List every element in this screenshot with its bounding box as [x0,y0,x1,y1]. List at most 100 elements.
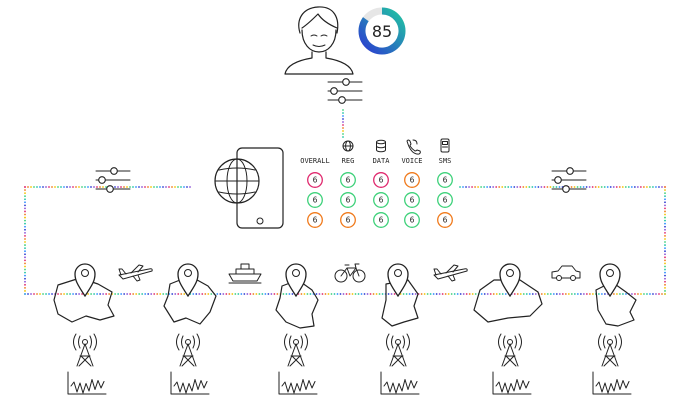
connector-dot [594,186,597,188]
connector-dot [564,293,567,295]
connector-dot [655,293,657,295]
settings-sliders-icon[interactable] [327,78,363,104]
connector-dot [24,274,26,277]
connector-dot [390,293,393,295]
smartphone-icon [236,147,284,229]
connector-dot [468,186,470,188]
connector-dot [624,186,627,188]
connector-dot [630,186,633,188]
connector-dot [234,293,237,295]
connector-dot [664,250,666,253]
connector-dot [342,127,344,129]
connector-dot [159,293,162,295]
connector-dot [228,293,231,295]
score-badge: 6 [437,172,453,188]
signal-graph-icon [492,371,532,395]
connector-dot [135,293,138,295]
connector-dot [24,277,26,280]
connector-dot [189,186,191,188]
connector-dot [123,186,125,188]
connector-dot [24,268,26,271]
connector-dot [78,186,80,188]
connector-dot [655,186,657,188]
connector-dot [165,186,167,188]
score-badge-value: 6 [410,196,415,205]
connector-dot [24,204,26,207]
connector-dot [108,293,111,295]
connector-dot [552,186,555,188]
connector-dot [621,186,624,188]
sms-icon [440,138,450,153]
connector-dot [87,186,89,188]
connector-dot [132,293,135,295]
connector-dot [114,186,116,188]
connector-dot [24,228,26,231]
connector-dot [60,186,62,188]
connector-dot [147,186,149,188]
connector-dot [57,293,59,295]
ship-icon [228,263,262,284]
score-badge: 6 [307,192,323,208]
connector-dot [585,293,588,295]
connector-dot [465,293,468,295]
connector-dot [237,293,240,295]
connector-dot [558,186,561,188]
database-icon [376,139,386,153]
connector-dot [552,293,555,295]
cell-tower-icon [598,333,622,367]
settings-sliders-icon[interactable] [95,167,131,193]
connector-dot [357,293,360,295]
location-pin-icon [74,263,96,298]
connector-dot [48,293,50,295]
connector-dot [24,235,26,237]
bicycle-icon [334,263,366,283]
connector-dot [252,293,255,295]
connector-dot [60,293,62,295]
connector-dot [27,186,29,188]
score-badge: 6 [404,192,420,208]
connector-dot [129,293,132,295]
connector-dot [243,293,246,295]
connector-dot [585,186,588,188]
connector-dot [345,293,348,295]
connector-dot [48,186,50,188]
connector-dot [240,293,243,295]
connector-dot [351,293,354,295]
connector-dot [664,192,666,195]
connector-dot [24,286,26,289]
connector-dot [177,293,180,295]
score-badge-value: 6 [379,196,384,205]
connector-dot [66,293,68,295]
connector-dot [207,293,210,295]
connector-dot [144,186,146,188]
score-badge: 6 [437,212,453,228]
settings-sliders-icon[interactable] [551,167,587,193]
connector-dot [543,186,546,188]
connector-dot [387,293,390,295]
connector-dot [45,293,47,295]
connector-dot [156,186,158,188]
connector-dot [664,210,666,213]
score-badge: 6 [340,192,356,208]
connector-dot [24,244,26,246]
connector-dot [126,186,128,188]
connector-dot [24,186,26,188]
score-badge-value: 6 [313,216,318,225]
connector-dot [664,219,666,222]
connector-dot [588,186,591,188]
connector-dot [483,186,486,188]
connector-dot [72,293,74,295]
connector-dot [664,198,666,201]
connector-dot [480,186,483,188]
connector-dot [186,186,188,188]
car-icon [551,265,581,281]
connector-dot [342,109,344,111]
connector-dot [613,293,615,295]
connector-dot [664,268,666,271]
connector-dot [96,186,98,188]
score-badge-value: 6 [410,216,415,225]
connector-dot [664,201,666,204]
score-badge: 6 [404,212,420,228]
connector-dot [600,186,603,188]
connector-dot [640,293,642,295]
